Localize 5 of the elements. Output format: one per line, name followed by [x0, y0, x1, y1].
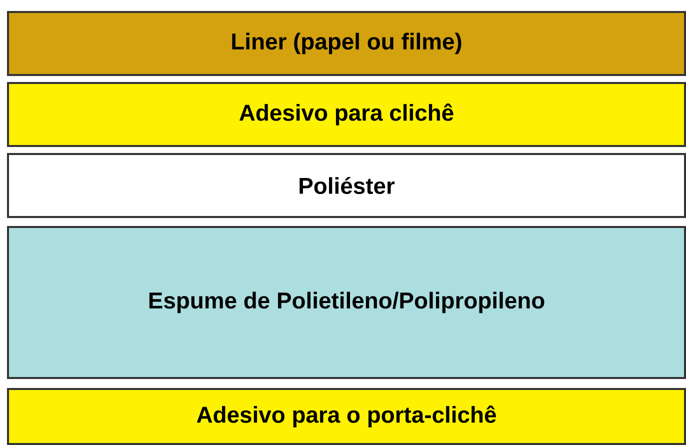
layer-band: Adesivo para clichê [7, 82, 686, 147]
layer-band: Espume de Polietileno/Polipropileno [7, 226, 686, 379]
layer-band: Adesivo para o porta-clichê [7, 388, 686, 445]
layer-band: Liner (papel ou filme) [7, 11, 686, 76]
layer-band: Poliéster [7, 153, 686, 218]
